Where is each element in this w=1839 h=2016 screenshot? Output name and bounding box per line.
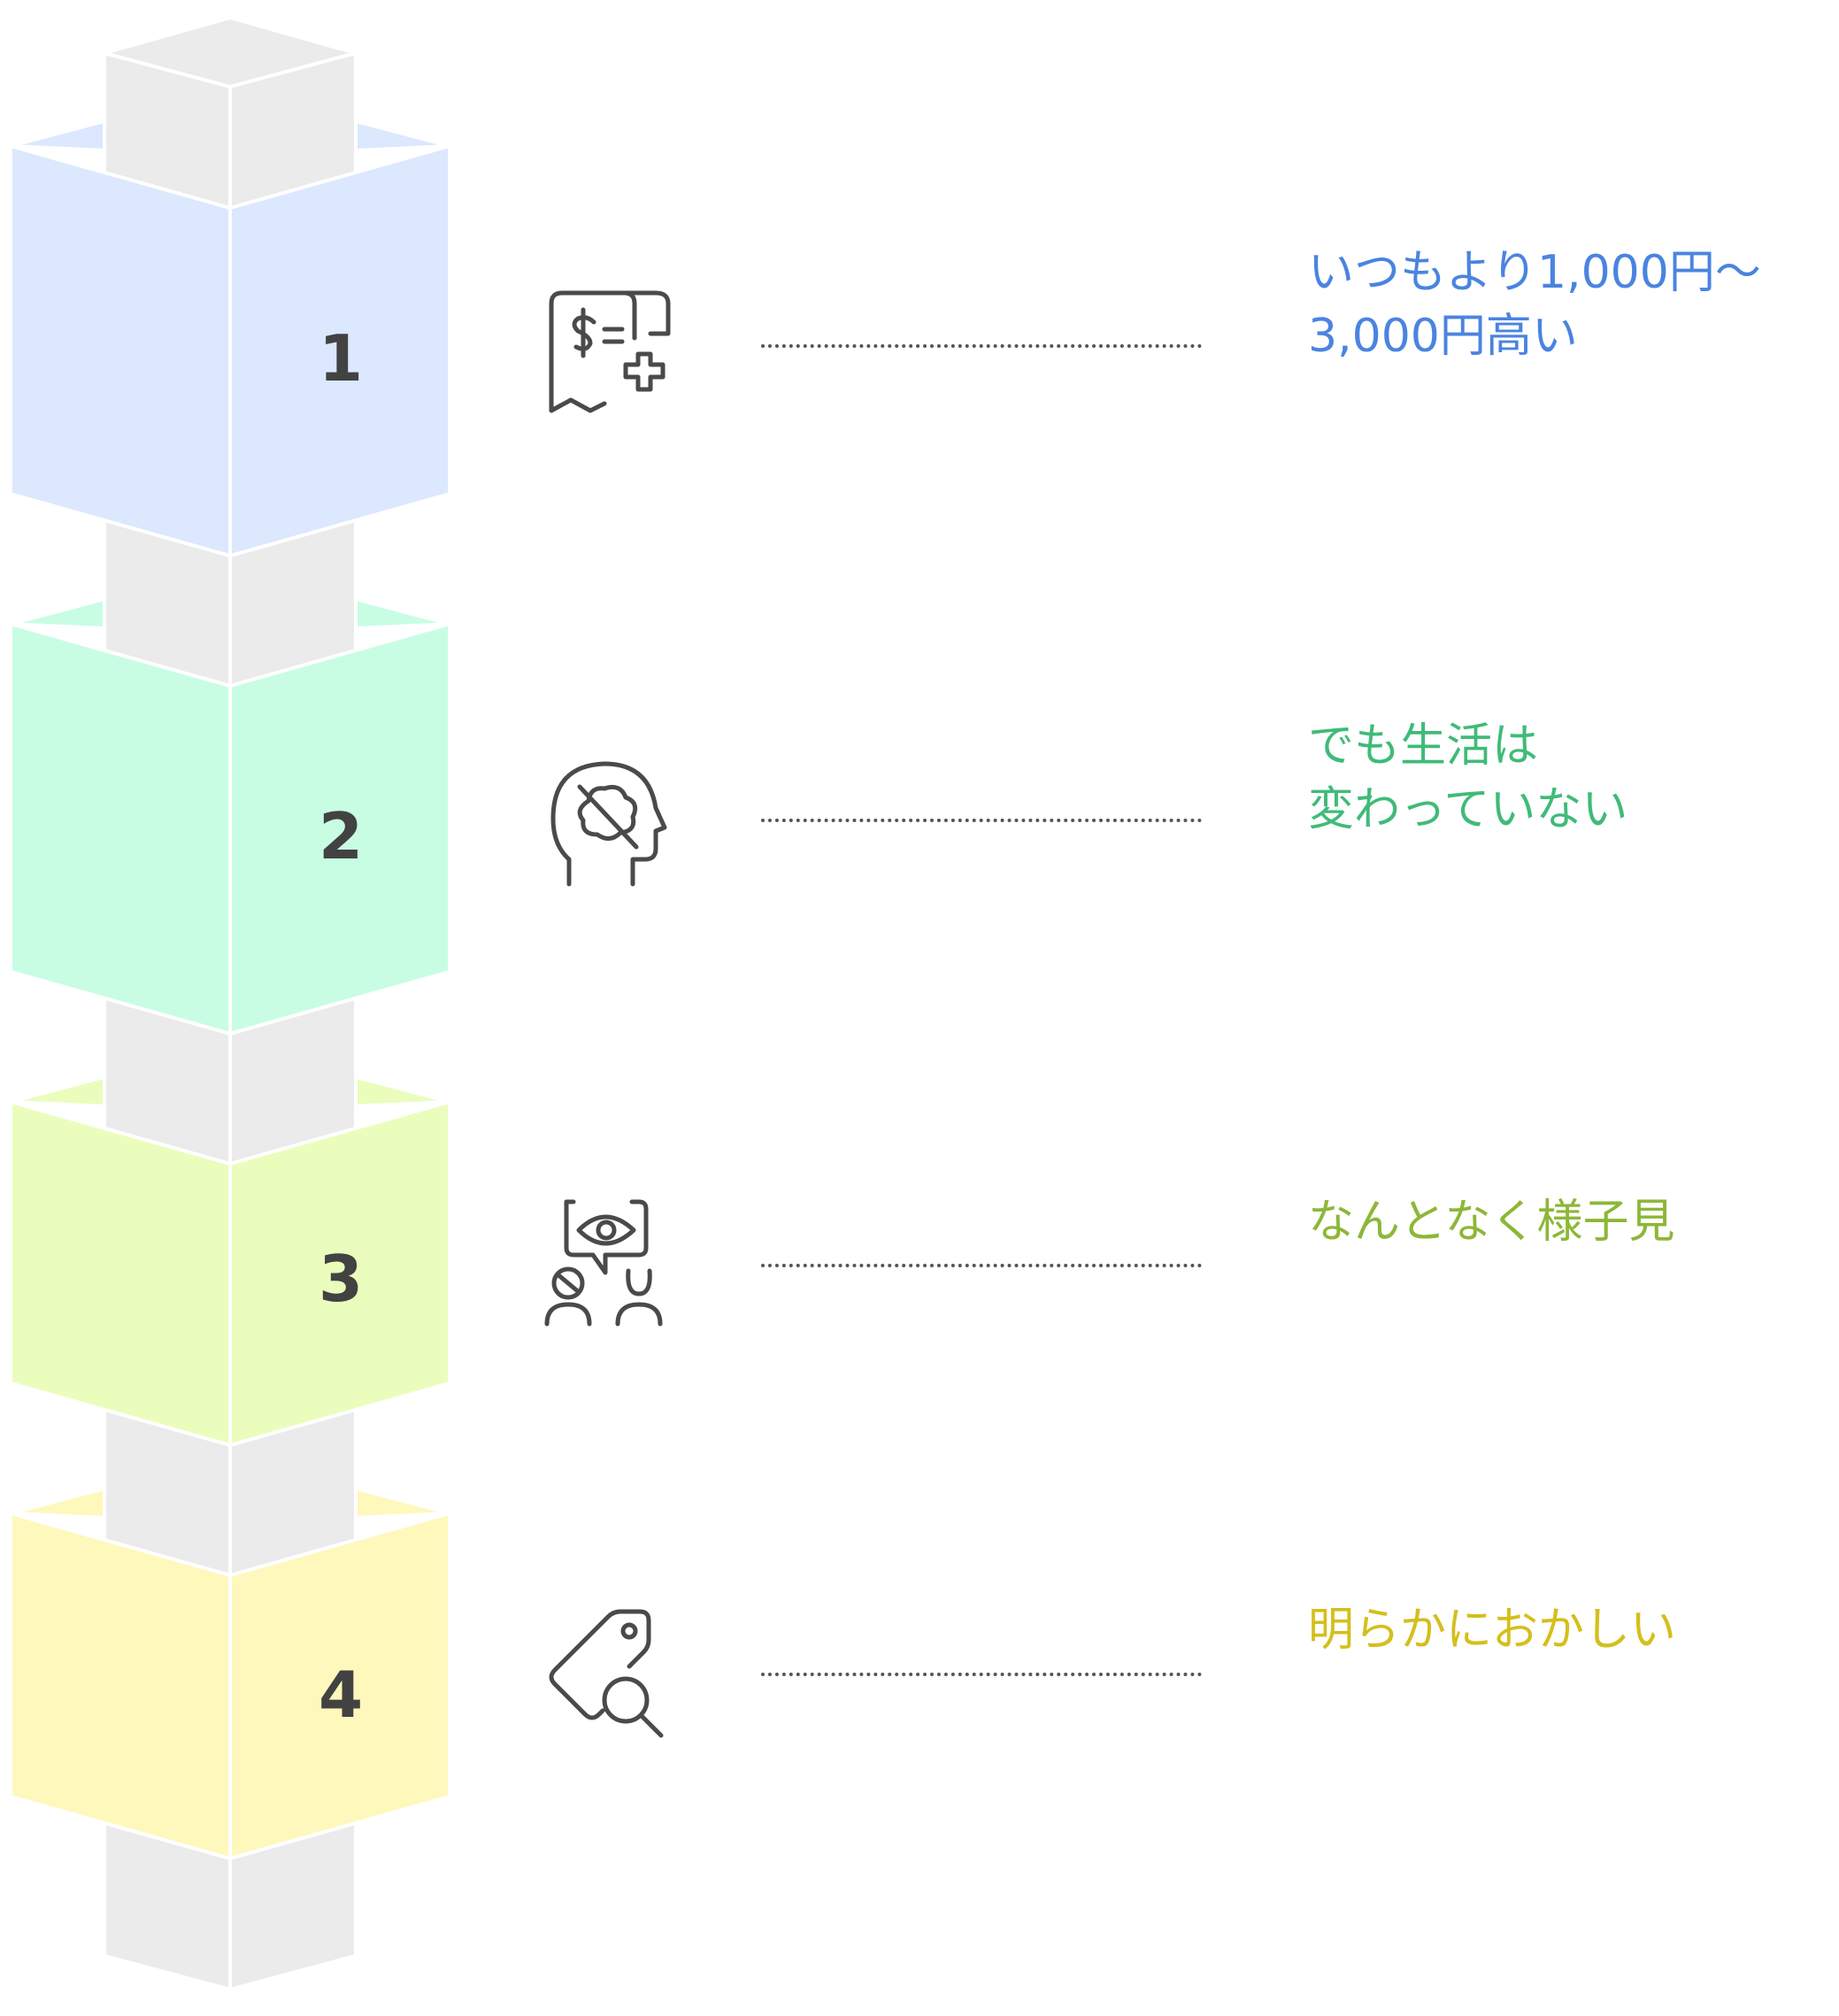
connector-2 <box>761 819 1202 822</box>
step-number: 4 <box>319 1658 363 1732</box>
connector-3 <box>761 1264 1202 1267</box>
price-tag-search-icon <box>544 1606 677 1739</box>
step-number: 1 <box>319 321 363 396</box>
block-back-left-flap <box>10 596 106 631</box>
block-back-right-flap <box>354 119 450 153</box>
block-right-face <box>228 621 451 1036</box>
connector-4 <box>761 1673 1202 1676</box>
step-3-label: なんとなく様子見 <box>1308 1190 1674 1254</box>
block-right-face <box>228 1099 451 1448</box>
step-number: 2 <box>319 799 363 873</box>
block-3: 3 <box>9 1074 451 1448</box>
label-line: いつもより1,000円〜 <box>1308 246 1761 299</box>
column-top-cap <box>97 15 363 215</box>
label-line: 3,000円高い <box>1308 310 1578 363</box>
receipt-dollar-plus-icon <box>544 285 677 418</box>
step-1-label: いつもより1,000円〜 3,000円高い <box>1308 241 1761 368</box>
column-segment-1 <box>103 515 358 693</box>
block-right-face <box>228 143 451 558</box>
block-2: 2 <box>9 596 451 1036</box>
step-2-label: でも生活は 変わっていない <box>1308 714 1627 842</box>
step-number: 3 <box>319 1242 363 1316</box>
block-left-face <box>9 1511 232 1861</box>
block-back-right-flap <box>354 596 450 631</box>
block-1: 1 <box>9 119 451 558</box>
block-back-left-flap <box>10 1486 106 1520</box>
block-back-left-flap <box>10 119 106 153</box>
block-right-face <box>228 1511 451 1861</box>
label-line: でも生活は <box>1308 719 1539 773</box>
head-brain-crossed-icon <box>544 757 677 889</box>
column-bottom <box>103 1820 358 1992</box>
block-left-face <box>9 1099 232 1448</box>
block-left-face <box>9 621 232 1036</box>
block-left-face <box>9 143 232 558</box>
block-back-right-flap <box>354 1074 450 1109</box>
people-eye-bubble-icon <box>542 1195 679 1327</box>
label-line: 明らかにおかしい <box>1308 1604 1677 1657</box>
connector-1 <box>761 344 1202 348</box>
block-4: 4 <box>9 1486 451 1861</box>
block-back-right-flap <box>354 1486 450 1520</box>
label-line: 変わっていない <box>1308 783 1628 836</box>
label-line: なんとなく様子見 <box>1308 1196 1675 1249</box>
step-4-label: 明らかにおかしい <box>1308 1598 1676 1662</box>
block-stack: 1 2 3 4 <box>9 15 451 1992</box>
block-back-left-flap <box>10 1074 106 1109</box>
